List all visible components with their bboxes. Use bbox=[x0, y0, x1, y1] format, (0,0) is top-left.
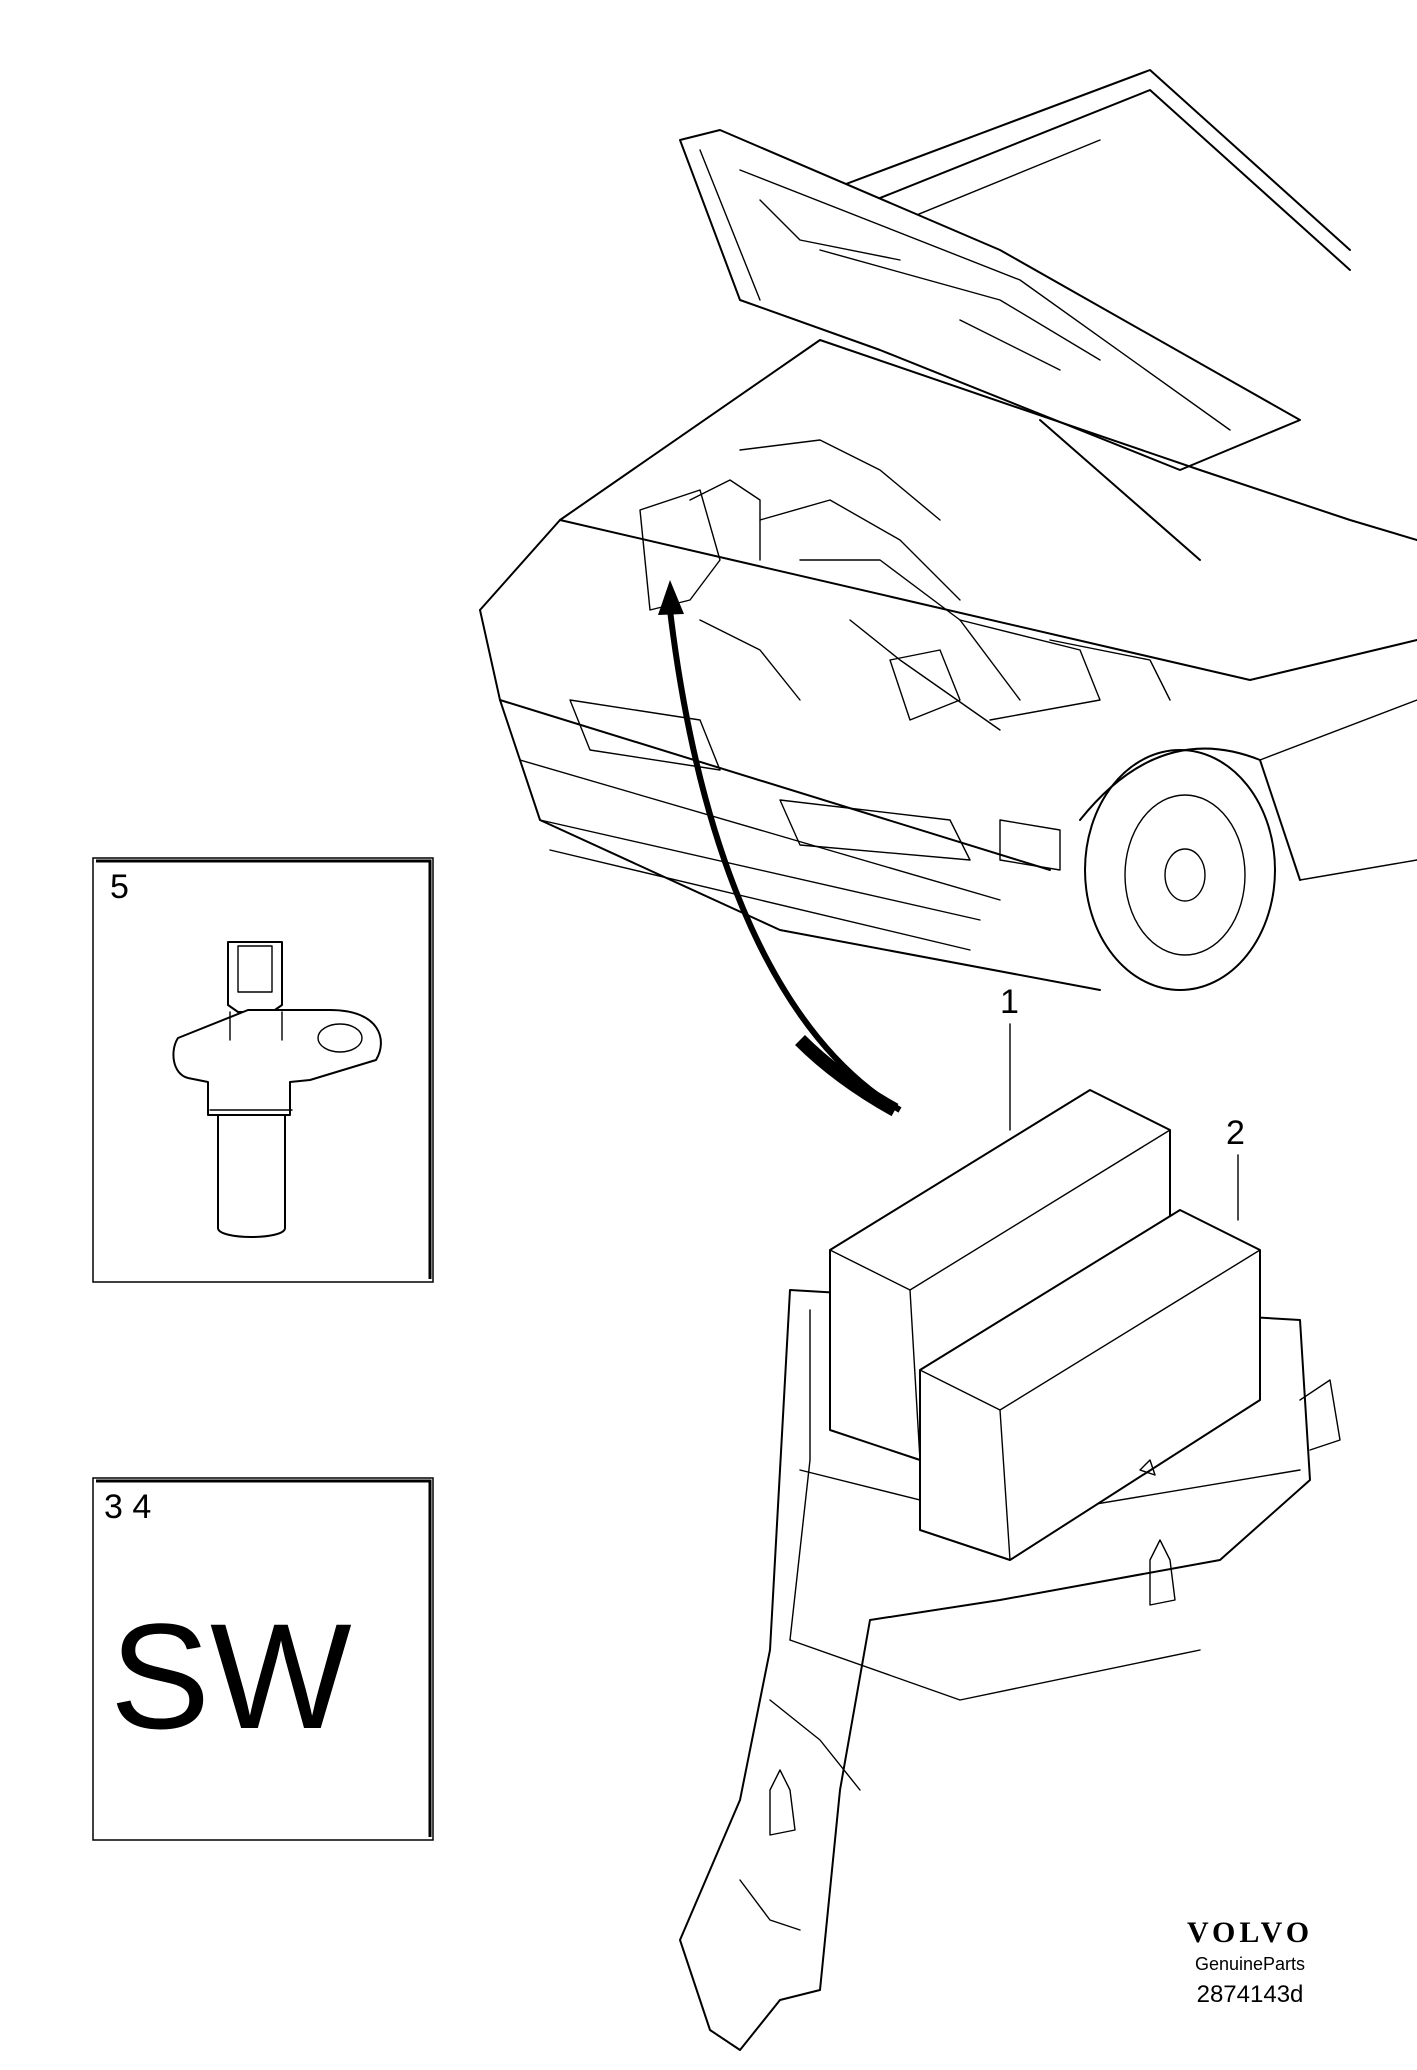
callout-part1: 1 bbox=[1000, 983, 1019, 1021]
software-label: SW bbox=[110, 1592, 352, 1760]
callout-part34: 3 4 bbox=[104, 1488, 151, 1526]
part5-inset-box: 5 bbox=[92, 857, 434, 1283]
volvo-logo: VOLVO bbox=[1186, 1916, 1314, 1949]
brand-subtitle: GenuineParts bbox=[1194, 1954, 1306, 1974]
callout-part5: 5 bbox=[110, 868, 129, 906]
sensor-drawing bbox=[172, 941, 382, 1238]
brand-block: VOLVO GenuineParts 2874143d bbox=[1150, 1918, 1350, 2009]
control-module-assembly bbox=[679, 1089, 1341, 2051]
location-arrow bbox=[658, 580, 902, 1117]
callout-part2: 2 bbox=[1226, 1114, 1245, 1152]
drawing-number: 2874143d bbox=[1196, 1981, 1304, 2008]
car-illustration bbox=[479, 69, 1417, 991]
part34-inset-box: 3 4 SW bbox=[92, 1477, 434, 1841]
